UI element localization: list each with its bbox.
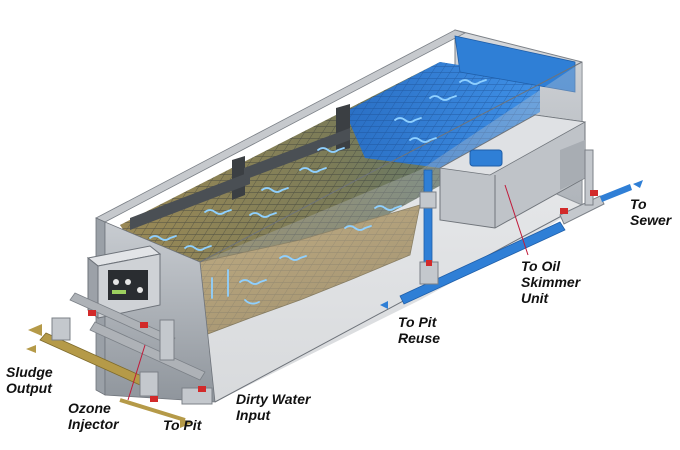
leader-lines — [127, 184, 529, 401]
label-to-pit: To Pit — [163, 417, 202, 433]
clean-water-zone — [345, 35, 576, 168]
oil-skimmer-icon — [438, 114, 587, 229]
baffles — [130, 104, 350, 230]
inlet-plumbing — [26, 292, 213, 428]
flow-arrow-icons — [149, 79, 487, 305]
valve-icon — [88, 190, 598, 402]
control-panel-icon — [86, 245, 162, 320]
